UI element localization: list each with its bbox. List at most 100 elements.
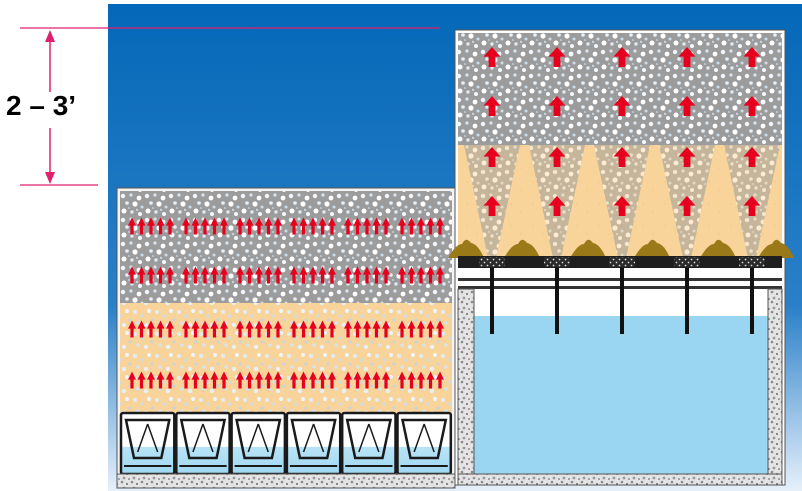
left-flow-arrow — [210, 217, 219, 235]
left-flow-arrow — [318, 217, 327, 235]
nozzle-stem — [620, 268, 624, 334]
left-underdrain-blocks — [119, 411, 453, 476]
left-flow-arrow — [299, 371, 308, 389]
left-flow-arrow — [318, 266, 327, 284]
left-flow-arrow — [156, 371, 165, 389]
left-flow-arrow — [299, 266, 308, 284]
nozzle-head — [739, 257, 765, 267]
left-flow-arrow — [372, 217, 381, 235]
left-flow-arrow — [182, 266, 190, 284]
left-gravel-layer — [120, 191, 452, 303]
left-flow-arrow — [201, 320, 209, 338]
right-flow-arrow — [548, 96, 566, 116]
right-flow-arrow — [743, 196, 761, 216]
left-flow-arrow — [156, 266, 165, 284]
left-flow-arrow — [353, 320, 362, 338]
underdrain-block — [396, 411, 453, 476]
left-flow-arrow — [382, 217, 390, 235]
right-sediment-mounds — [448, 239, 794, 258]
left-flow-arrow — [407, 320, 416, 338]
left-flow-arrow — [407, 266, 416, 284]
left-flow-arrow — [426, 266, 435, 284]
left-flow-arrow — [407, 217, 416, 235]
left-flow-arrow — [344, 217, 352, 235]
left-flow-arrow — [426, 217, 435, 235]
right-flow-arrow — [743, 96, 761, 116]
left-flow-arrow — [236, 266, 244, 284]
left-flow-arrow — [398, 266, 406, 284]
right-flow-arrow — [678, 96, 696, 116]
left-flow-arrow — [436, 320, 444, 338]
left-flow-arrow — [426, 371, 435, 389]
left-flow-arrow — [328, 266, 336, 284]
left-flow-arrow — [318, 371, 327, 389]
left-flow-arrow — [353, 217, 362, 235]
nozzle-head — [479, 257, 505, 267]
left-flow-arrow — [372, 371, 381, 389]
left-flow-arrow — [182, 320, 190, 338]
left-flow-arrow — [191, 320, 200, 338]
left-flow-arrow — [201, 217, 209, 235]
left-flow-arrow — [255, 266, 263, 284]
nozzle-stem — [555, 268, 559, 334]
right-flow-arrow — [678, 47, 696, 67]
sediment-mound — [700, 239, 736, 258]
left-flow-arrow — [220, 266, 228, 284]
left-flow-arrow — [156, 320, 165, 338]
left-flow-arrow — [236, 320, 244, 338]
underdrain-block — [285, 411, 342, 476]
dimension-up-arrowhead — [45, 30, 55, 42]
right-air-plenum — [474, 290, 776, 316]
left-flow-arrow — [426, 320, 435, 338]
underdrain-block — [175, 411, 231, 476]
left-flow-arrow — [210, 320, 219, 338]
left-flow-arrow — [309, 217, 317, 235]
left-flow-arrow — [274, 217, 282, 235]
sediment-mound — [448, 239, 484, 258]
right-concrete-base — [457, 473, 783, 486]
left-flow-arrow — [166, 320, 174, 338]
left-flow-arrow — [436, 217, 444, 235]
right-flow-arrow — [613, 96, 631, 116]
left-flow-arrow — [166, 371, 174, 389]
left-flow-arrow — [137, 266, 146, 284]
left-flow-arrow — [363, 371, 371, 389]
left-flow-arrow — [290, 371, 298, 389]
left-flow-arrow — [274, 371, 282, 389]
left-flow-arrow — [264, 217, 273, 235]
left-flow-arrow — [382, 371, 390, 389]
right-flow-arrow — [678, 196, 696, 216]
left-flow-arrow — [363, 320, 371, 338]
left-flow-arrow — [290, 266, 298, 284]
sediment-mound — [634, 239, 670, 258]
left-flow-arrow — [309, 266, 317, 284]
left-flow-arrow — [245, 266, 254, 284]
left-flow-arrow — [299, 320, 308, 338]
right-nozzle-heads — [479, 257, 765, 267]
left-flow-arrow — [182, 217, 190, 235]
left-flow-arrow — [363, 217, 371, 235]
left-flow-arrow — [398, 217, 406, 235]
left-flow-arrow — [398, 320, 406, 338]
right-filter-system — [448, 29, 794, 486]
left-flow-arrow — [353, 371, 362, 389]
left-flow-arrow — [382, 266, 390, 284]
nozzle-stem — [750, 268, 754, 334]
left-flow-arrow — [147, 371, 155, 389]
left-flow-arrow — [201, 266, 209, 284]
left-flow-arrow — [318, 320, 327, 338]
left-flow-arrow — [245, 320, 254, 338]
left-flow-arrow — [363, 266, 371, 284]
left-flow-arrow — [255, 371, 263, 389]
nozzle-head — [544, 257, 570, 267]
underdrain-block — [230, 411, 287, 476]
sediment-mound — [758, 239, 794, 258]
left-flow-arrow — [128, 266, 136, 284]
left-flow-arrow — [166, 266, 174, 284]
left-flow-arrow — [166, 217, 174, 235]
left-flow-arrow — [128, 217, 136, 235]
underdrain-block — [340, 411, 397, 476]
nozzle-stem — [490, 268, 494, 334]
